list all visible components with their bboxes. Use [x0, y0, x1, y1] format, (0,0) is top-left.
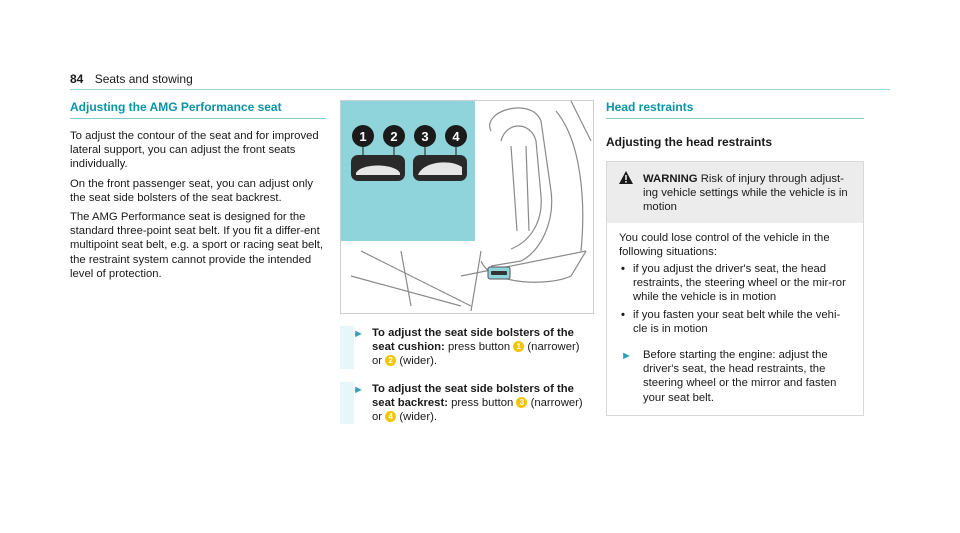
callout-4: 4 — [445, 125, 467, 147]
step-text: press button — [444, 341, 514, 354]
callout-badge-4: 4 — [385, 411, 397, 423]
step-lead: To adjust the seat side bolsters of the … — [372, 327, 574, 354]
step-text: (wider). — [396, 355, 437, 368]
seat-illustration: 1 2 3 4 — [340, 100, 594, 314]
callout-badge-1: 1 — [513, 341, 525, 353]
switch-detail-inset: 1 2 3 4 — [341, 101, 475, 241]
left-column: Adjusting the AMG Performance seat To ad… — [70, 100, 326, 286]
step-text: (narrower) or — [372, 396, 583, 424]
seat-outline — [350, 101, 592, 312]
subsection-title: Adjusting the head restraints — [606, 135, 773, 149]
warning-label: WARNING — [643, 173, 698, 185]
paragraph: The AMG Performance seat is designed for… — [70, 211, 324, 280]
warning-action-step: ► Before starting the engine: adjust the… — [619, 348, 853, 405]
callout-badge-2: 2 — [385, 355, 397, 367]
step-text: (narrower) or — [372, 341, 580, 368]
warning-bullets: • if you adjust the driver's seat, the he… — [619, 262, 853, 336]
seat-control-switch — [487, 266, 511, 280]
page-number: 84 — [70, 72, 84, 86]
warning-header: WARNING Risk of injury through adjust-in… — [607, 162, 863, 223]
list-item: • if you adjust the driver's seat, the he… — [619, 262, 853, 305]
middle-column: 1 2 3 4 — [340, 100, 594, 437]
list-item: • if you fasten your seat belt while the … — [619, 308, 853, 336]
warning-box: WARNING Risk of injury through adjust-in… — [606, 161, 864, 416]
step-bar — [340, 381, 354, 425]
paragraph: To adjust the contour of the seat and fo… — [70, 130, 319, 171]
svg-text:1: 1 — [359, 129, 366, 144]
warning-intro: You could lose control of the vehicle in… — [619, 231, 830, 258]
chapter-title: Seats and stowing — [94, 72, 193, 86]
section-title-head-restraints: Head restraints — [606, 100, 864, 119]
bullet-text: if you adjust the driver's seat, the hea… — [633, 263, 846, 304]
warning-triangle-icon — [619, 171, 633, 184]
header-divider — [70, 89, 890, 90]
bullet-text: if you fasten your seat belt while the v… — [633, 308, 841, 335]
amg-seat-body: To adjust the contour of the seat and fo… — [70, 129, 326, 281]
section-title-amg-seat: Adjusting the AMG Performance seat — [70, 100, 326, 119]
step-text: press button — [447, 396, 517, 409]
step-lead: To adjust the seat side bolsters of the … — [372, 382, 574, 409]
svg-text:4: 4 — [452, 129, 460, 144]
warning-headline: Risk of injury through adjust-ing vehicl… — [643, 173, 848, 214]
bullet-icon: • — [621, 263, 625, 276]
arrow-icon: ► — [353, 383, 364, 396]
page-header: 84 Seats and stowing — [70, 72, 193, 86]
bullet-icon: • — [621, 308, 625, 321]
paragraph: On the front passenger seat, you can adj… — [70, 177, 314, 204]
seat-drawing — [350, 101, 592, 312]
callout-badge-3: 3 — [516, 396, 528, 408]
callout-2: 2 — [383, 125, 405, 147]
warning-action: Before starting the engine: adjust the d… — [643, 349, 837, 404]
callout-1: 1 — [352, 125, 374, 147]
step-seat-backrest: ► To adjust the seat side bolsters of th… — [340, 381, 592, 425]
warning-body: You could lose control of the vehicle in… — [607, 223, 863, 415]
arrow-icon: ► — [621, 350, 632, 363]
right-column: Head restraints Adjusting the head restr… — [606, 100, 864, 416]
bolster-switch-left — [351, 155, 405, 181]
step-bar — [340, 326, 354, 369]
switch-detail-drawing: 1 2 3 4 — [351, 125, 467, 181]
instruction-steps: ► To adjust the seat side bolsters of th… — [340, 326, 592, 425]
step-seat-cushion: ► To adjust the seat side bolsters of th… — [340, 326, 592, 369]
bolster-switch-right — [413, 155, 467, 181]
step-text: (wider). — [396, 411, 437, 424]
callout-3: 3 — [414, 125, 436, 147]
svg-text:3: 3 — [421, 129, 428, 144]
arrow-icon: ► — [353, 328, 364, 340]
svg-text:2: 2 — [390, 129, 397, 144]
